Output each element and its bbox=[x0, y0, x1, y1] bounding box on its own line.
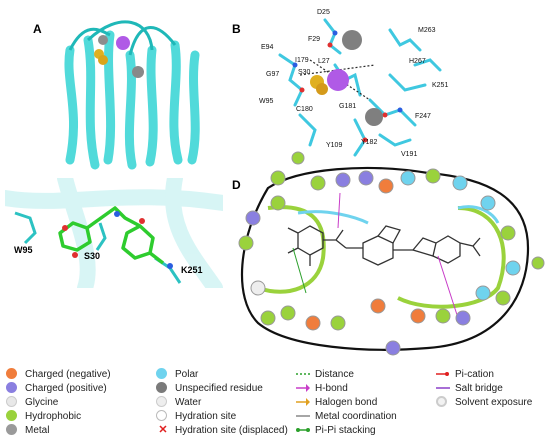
residue-label: E94 bbox=[261, 44, 274, 51]
legend-hydration-site: Hydration site bbox=[156, 410, 236, 422]
residue-label: S30 bbox=[298, 69, 311, 76]
legend-label: Metal coordination bbox=[315, 410, 397, 422]
panel-c-image: W95 S30 K251 bbox=[5, 178, 223, 288]
pi-pi-stacking-icon bbox=[296, 428, 310, 432]
red-cross-icon: ✕ bbox=[158, 424, 168, 436]
legend-metal: Metal bbox=[6, 424, 49, 436]
residue-label: W95 bbox=[259, 98, 274, 105]
residue-label: G181 bbox=[339, 103, 357, 110]
distance-line-icon bbox=[296, 373, 310, 375]
legend-pipi: Pi-Pi stacking bbox=[296, 424, 376, 436]
legend-label: Charged (negative) bbox=[25, 368, 111, 380]
polar-swatch bbox=[156, 368, 167, 379]
legend-hydrophobic: Hydrophobic bbox=[6, 410, 81, 422]
residue-label: Y109 bbox=[326, 142, 343, 149]
panel-b-residue-labels: D25 M263 F29 H267 E94 I179 L27 G97 S30 K… bbox=[0, 0, 550, 170]
panel-a-letter: A bbox=[33, 22, 42, 36]
residue-label: H267 bbox=[409, 58, 426, 65]
legend-label: Pi-cation bbox=[455, 368, 494, 380]
residue-label: M263 bbox=[418, 27, 436, 34]
residue-label: W95 bbox=[14, 245, 33, 255]
legend-label: Salt bridge bbox=[455, 382, 503, 394]
residue-label: L27 bbox=[318, 58, 330, 65]
legend-polar: Polar bbox=[156, 368, 198, 380]
residue-label: S30 bbox=[84, 251, 101, 261]
legend: Charged (negative) Charged (positive) Gl… bbox=[6, 368, 546, 436]
legend-halogen: Halogen bond bbox=[296, 396, 377, 408]
halogen-arrow-icon bbox=[296, 398, 310, 406]
legend-label: Pi-Pi stacking bbox=[315, 424, 376, 436]
legend-pication: Pi-cation bbox=[436, 368, 494, 380]
legend-charged-positive: Charged (positive) bbox=[6, 382, 107, 394]
legend-saltbridge: Salt bridge bbox=[436, 382, 503, 394]
legend-label: Unspecified residue bbox=[175, 382, 263, 394]
residue-label: I179 bbox=[295, 57, 309, 64]
legend-metal-coord: Metal coordination bbox=[296, 410, 397, 422]
residue-label: D25 bbox=[317, 9, 330, 16]
panel-b-binding-site bbox=[278, 18, 442, 157]
legend-label: Distance bbox=[315, 368, 354, 380]
hydration-site-icon bbox=[156, 410, 167, 421]
salt-bridge-line-icon bbox=[436, 387, 450, 389]
legend-label: H-bond bbox=[315, 382, 348, 394]
residue-label: K251 bbox=[181, 265, 203, 275]
metal-swatch bbox=[6, 424, 17, 435]
residue-label: V191 bbox=[401, 151, 418, 158]
legend-label: Solvent exposure bbox=[455, 396, 533, 408]
solvent-exposure-icon bbox=[436, 396, 447, 407]
legend-solvent: Solvent exposure bbox=[436, 396, 532, 408]
legend-charged-negative: Charged (negative) bbox=[6, 368, 111, 380]
residue-label: F247 bbox=[415, 113, 431, 120]
legend-distance: Distance bbox=[296, 368, 354, 380]
metal-coordination-line-icon bbox=[296, 415, 310, 417]
water-swatch bbox=[156, 396, 167, 407]
hydrophobic-swatch bbox=[6, 410, 17, 421]
glycine-swatch bbox=[6, 396, 17, 407]
unspecified-swatch bbox=[156, 382, 167, 393]
residue-label: G97 bbox=[266, 71, 280, 78]
legend-label: Water bbox=[175, 396, 202, 408]
legend-water: Water bbox=[156, 396, 201, 408]
residue-label: F29 bbox=[308, 36, 321, 43]
pi-cation-icon bbox=[436, 372, 449, 376]
residue-label: Y182 bbox=[361, 139, 378, 146]
residue-label: K251 bbox=[432, 82, 449, 89]
legend-hbond: H-bond bbox=[296, 382, 348, 394]
legend-label: Hydration site bbox=[175, 410, 237, 422]
panel-a-protein-structure bbox=[64, 20, 200, 170]
legend-label: Glycine bbox=[25, 396, 59, 408]
legend-label: Polar bbox=[175, 368, 199, 380]
legend-label: Hydrophobic bbox=[25, 410, 82, 422]
legend-label: Hydration site (displaced) bbox=[175, 424, 288, 436]
hbond-arrow-icon bbox=[296, 384, 310, 392]
charged-negative-swatch bbox=[6, 368, 17, 379]
legend-label: Metal bbox=[25, 424, 50, 436]
charged-positive-swatch bbox=[6, 382, 17, 393]
legend-hydration-displaced: ✕ Hydration site (displaced) bbox=[156, 424, 288, 436]
panel-b-letter: B bbox=[232, 22, 241, 36]
legend-label: Charged (positive) bbox=[25, 382, 107, 394]
legend-unspecified: Unspecified residue bbox=[156, 382, 263, 394]
legend-label: Halogen bond bbox=[315, 396, 378, 408]
legend-glycine: Glycine bbox=[6, 396, 58, 408]
panel-d-interaction-diagram bbox=[238, 151, 545, 356]
residue-label: C180 bbox=[296, 106, 313, 113]
panel-d-letter: D bbox=[232, 178, 241, 192]
